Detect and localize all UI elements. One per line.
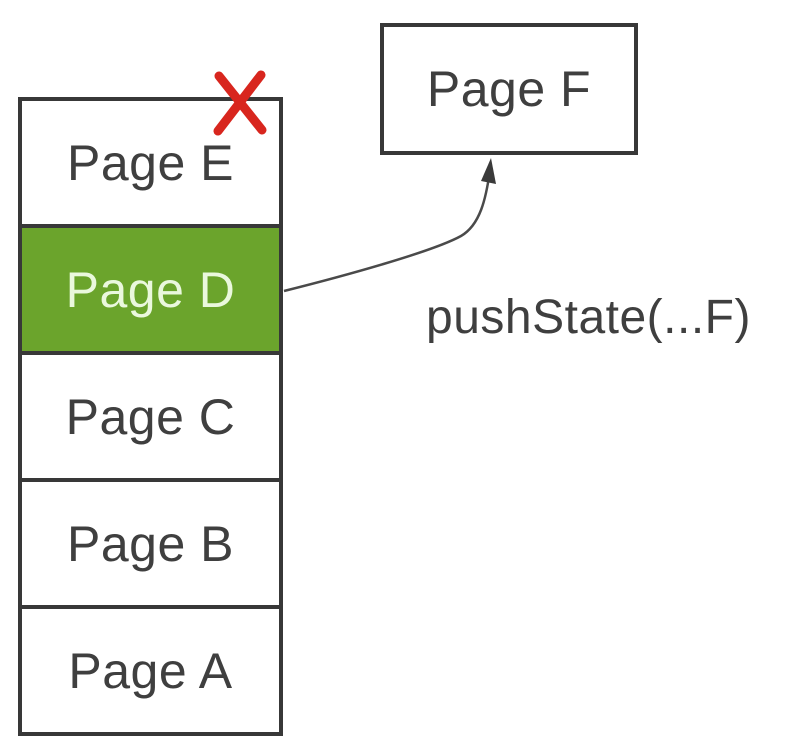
stack-item-label: Page C (65, 388, 236, 445)
history-stack: Page E Page D Page C Page B Page A (18, 97, 283, 736)
red-x-icon (213, 70, 267, 136)
stack-item-page-b: Page B (22, 482, 279, 609)
stack-item-page-a: Page A (22, 609, 279, 732)
curved-arrow-icon (283, 158, 496, 293)
stack-item-page-c: Page C (22, 355, 279, 482)
page-f-label: Page F (426, 61, 592, 117)
stack-item-label: Page D (65, 261, 236, 318)
stack-item-page-d: Page D (22, 228, 279, 355)
stack-item-label: Page A (68, 642, 233, 699)
stack-item-label: Page B (66, 515, 234, 572)
stack-item-label: Page E (66, 134, 234, 191)
stack-item-page-e: Page E (22, 101, 279, 228)
page-f-box: Page F (380, 23, 638, 155)
pushstate-annotation: pushState(...F) (426, 291, 751, 344)
